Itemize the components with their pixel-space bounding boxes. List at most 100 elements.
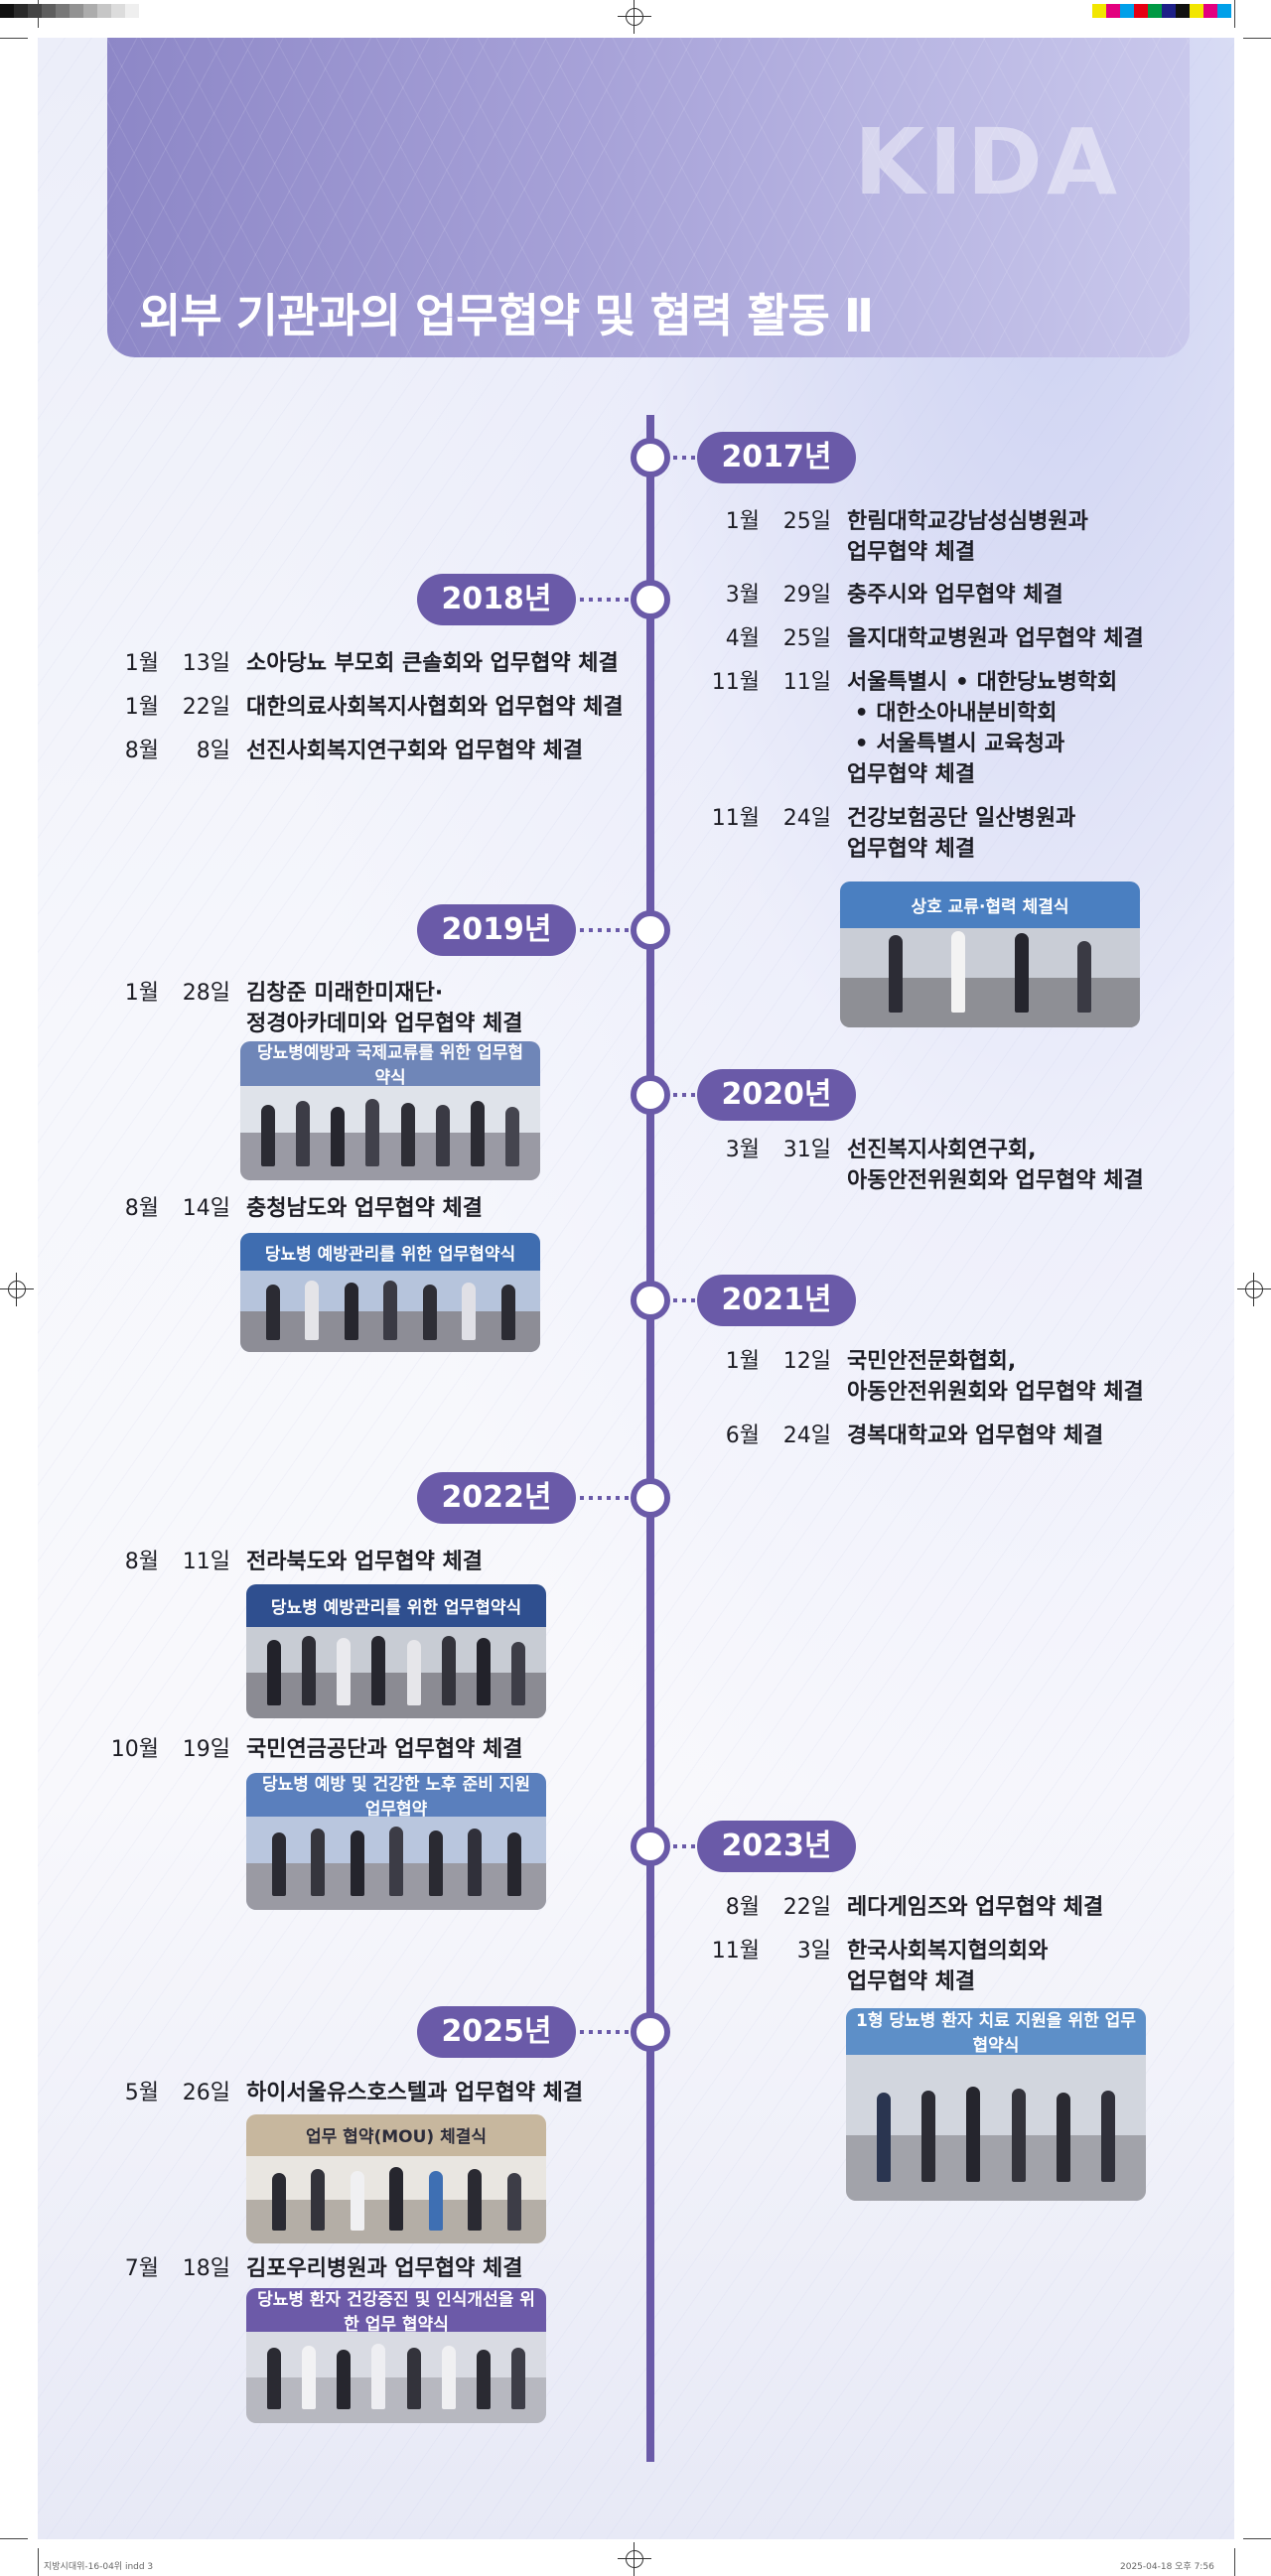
year-badge-2020: 2020년: [697, 1069, 856, 1121]
entry-month: 11월: [711, 670, 760, 695]
event-photo-2025-2: 당뇨병 환자 건강증진 및 인식개선을 위한 업무 협약식: [246, 2288, 546, 2423]
trim-mark: [38, 2548, 39, 2576]
year-badge-2022: 2022년: [417, 1472, 576, 1524]
year-badge-2017: 2017년: [697, 432, 856, 483]
connector-dots: [580, 2030, 630, 2034]
trim-mark: [0, 2538, 28, 2539]
entry-text: 국민연금공단과 업무협약 체결: [246, 1737, 523, 1762]
header-banner: [107, 38, 1190, 357]
entry-text: 전라북도와 업무협약 체결: [246, 1550, 483, 1574]
event-photo-2022-1: 당뇨병 예방관리를 위한 업무협약식: [246, 1584, 546, 1718]
entry-day: 22일: [182, 695, 230, 720]
entry-text: 서울특별시 • 대한당뇨병학회 • 대한소아내분비학회 • 서울특별시 교육청과…: [847, 670, 1118, 787]
entry-month: 1월: [124, 981, 159, 1006]
registration-mark-left: [0, 1273, 34, 1306]
entry-day: 12일: [782, 1349, 831, 1374]
entry-day: 14일: [182, 1196, 230, 1221]
entry-day: 11일: [782, 670, 831, 695]
entry-month: 8월: [124, 1196, 159, 1221]
process-color-bar: [1092, 4, 1231, 18]
timeline-node-2025: [631, 2012, 670, 2052]
entry-month: 5월: [124, 2081, 159, 2105]
entry-day: 26일: [182, 2081, 230, 2105]
entry-text: 하이서울유스호스텔과 업무협약 체결: [246, 2081, 584, 2105]
connector-dots: [673, 1844, 695, 1848]
entry-month: 8월: [124, 739, 159, 763]
entry-day: 25일: [782, 626, 831, 651]
event-photo-2025-1: 업무 협약(MOU) 체결식: [246, 2114, 546, 2243]
entry-month: 8월: [725, 1895, 760, 1920]
timeline-spine: [646, 415, 654, 2462]
kida-logo: KIDA: [854, 109, 1122, 215]
connector-dots: [673, 456, 695, 460]
entry-month: 4월: [725, 626, 760, 651]
timeline-node-2020: [631, 1075, 670, 1115]
entry-text: 국민안전문화협회,아동안전위원회와 업무협약 체결: [847, 1349, 1144, 1405]
entry-month: 1월: [124, 651, 159, 676]
entry-text: 경복대학교와 업무협약 체결: [847, 1424, 1104, 1448]
year-badge-2023: 2023년: [697, 1821, 856, 1872]
entry-text: 소아당뇨 부모회 큰솔회와 업무협약 체결: [246, 651, 619, 676]
entry-day: 24일: [782, 806, 831, 831]
entry-day: 8일: [196, 739, 230, 763]
entry-day: 31일: [782, 1138, 831, 1162]
trim-mark: [1234, 2548, 1235, 2576]
connector-dots: [580, 928, 630, 932]
timeline-node-2017: [631, 438, 670, 477]
entry-day: 18일: [182, 2256, 230, 2281]
entry-month: 1월: [124, 695, 159, 720]
entry-month: 11월: [711, 1939, 760, 1964]
connector-dots: [580, 598, 630, 602]
year-badge-2021: 2021년: [697, 1275, 856, 1326]
connector-dots: [673, 1298, 695, 1302]
entry-text: 충주시와 업무협약 체결: [847, 583, 1063, 608]
timeline-node-2023: [631, 1827, 670, 1866]
entry-month: 8월: [124, 1550, 159, 1574]
entry-day: 19일: [182, 1737, 230, 1762]
entry-month: 6월: [725, 1424, 760, 1448]
grayscale-color-bar: [0, 4, 139, 18]
trim-mark: [0, 38, 28, 39]
year-badge-2019: 2019년: [417, 904, 576, 956]
entry-day: 25일: [782, 509, 831, 534]
year-badge-2018: 2018년: [417, 574, 576, 625]
entry-text: 레다게임즈와 업무협약 체결: [847, 1895, 1104, 1920]
entry-text: 충청남도와 업무협약 체결: [246, 1196, 483, 1221]
entry-month: 11월: [711, 806, 760, 831]
entry-text: 김창준 미래한미재단·정경아카데미와 업무협약 체결: [246, 981, 523, 1036]
event-photo-2017: 상호 교류·협력 체결식: [840, 881, 1140, 1027]
timeline-node-2018: [631, 580, 670, 619]
page-title: 외부 기관과의 업무협약 및 협력 활동 Ⅱ: [139, 289, 874, 342]
year-badge-2025: 2025년: [417, 2006, 576, 2058]
trim-mark: [38, 0, 39, 28]
entry-month: 3월: [725, 583, 760, 608]
timeline-node-2021: [631, 1281, 670, 1320]
footer-file-slug: 지방시대위-16-04위 indd 3: [44, 2562, 154, 2572]
event-photo-2023: 1형 당뇨병 환자 치료 지원을 위한 업무 협약식: [846, 2008, 1146, 2201]
connector-dots: [580, 1496, 630, 1500]
entry-day: 28일: [182, 981, 230, 1006]
event-photo-2022-2: 당뇨병 예방 및 건강한 노후 준비 지원 업무협약: [246, 1773, 546, 1910]
entry-text: 대한의료사회복지사협회와 업무협약 체결: [246, 695, 624, 720]
entry-day: 24일: [782, 1424, 831, 1448]
entry-day: 11일: [182, 1550, 230, 1574]
entry-month: 1월: [725, 509, 760, 534]
entry-month: 1월: [725, 1349, 760, 1374]
registration-mark-top: [618, 0, 651, 34]
trim-mark: [1234, 0, 1235, 28]
entry-month: 7월: [124, 2256, 159, 2281]
timeline-node-2019: [631, 910, 670, 950]
event-photo-2019-2: 당뇨병 예방관리를 위한 업무협약식: [240, 1233, 540, 1352]
footer-timestamp-slug: 2025-04-18 오후 7:56: [1120, 2562, 1214, 2572]
trim-mark: [1243, 2538, 1271, 2539]
connector-dots: [673, 1093, 695, 1097]
entry-day: 29일: [782, 583, 831, 608]
event-photo-2019-1: 당뇨병예방과 국제교류를 위한 업무협약식: [240, 1041, 540, 1180]
entry-day: 13일: [182, 651, 230, 676]
entry-text: 선진복지사회연구회,아동안전위원회와 업무협약 체결: [847, 1138, 1144, 1193]
entry-text: 을지대학교병원과 업무협약 체결: [847, 626, 1144, 651]
registration-mark-bottom: [618, 2542, 651, 2576]
